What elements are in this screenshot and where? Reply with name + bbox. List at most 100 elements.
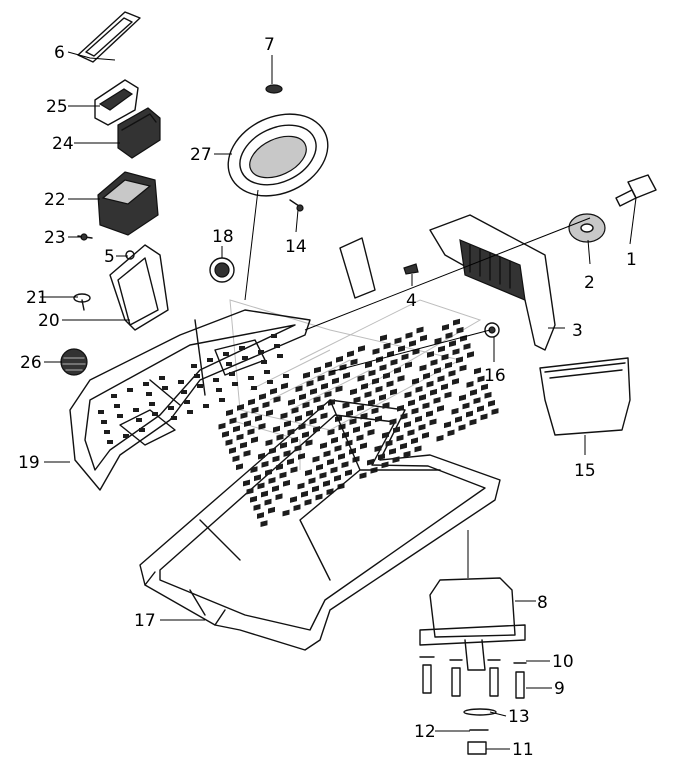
mat-cell [229, 447, 236, 454]
mat-cell [305, 469, 312, 476]
mat-cell [491, 408, 499, 415]
mat-cell [290, 496, 297, 503]
callout-16: 16 [484, 366, 506, 386]
mat-cell [259, 393, 266, 401]
mat-cell [350, 358, 358, 366]
panel-cell [149, 402, 155, 406]
mat-cell [279, 471, 287, 479]
mat-cell [312, 455, 320, 463]
mat-cell [397, 404, 404, 412]
mat-cell [236, 463, 243, 471]
panel-cell [117, 414, 123, 418]
mat-cell [434, 337, 442, 345]
grommet-18 [209, 257, 235, 283]
mat-cell [315, 493, 323, 501]
background-body-outline [229, 299, 482, 470]
mat-cell [327, 458, 334, 466]
mat-cell [448, 370, 456, 377]
mat-cell [380, 334, 387, 342]
mat-cell [295, 415, 302, 422]
mat-cell [469, 418, 477, 426]
panel-cell [251, 386, 257, 390]
mat-cell [273, 425, 280, 433]
screw-5 [125, 250, 135, 260]
mat-cell [466, 380, 474, 388]
mat-cell [282, 509, 290, 517]
panel-cell [104, 430, 110, 434]
mat-cell [254, 474, 261, 482]
mat-cell [375, 415, 382, 423]
mat-cell [452, 348, 460, 356]
mat-cell [265, 468, 272, 476]
mat-cell [433, 396, 441, 404]
mat-cell [281, 382, 288, 390]
mat-cell [459, 394, 466, 402]
mat-cell [298, 423, 306, 430]
mat-cell [414, 445, 422, 453]
mat-cell [253, 504, 261, 511]
mat-cell [236, 433, 244, 441]
mat-cell [382, 431, 389, 439]
panel-cell [277, 354, 283, 358]
mat-cell [250, 495, 257, 503]
mat-cell [374, 445, 382, 453]
panel-cell [242, 356, 248, 360]
mat-cell [429, 418, 437, 426]
mat-cell [258, 423, 266, 430]
panel-cell [143, 382, 149, 386]
mat-cell [288, 398, 295, 406]
mat-cell [226, 409, 233, 417]
panel-cell [178, 380, 184, 384]
mat-cell [459, 364, 467, 372]
mat-cell [342, 401, 350, 409]
callout-4: 4 [406, 291, 417, 311]
storage-bin [539, 357, 631, 436]
mat-cell [314, 366, 321, 374]
mat-cell [393, 426, 400, 434]
nut-16 [484, 322, 500, 338]
mat-cell [247, 428, 255, 436]
mat-cell [290, 466, 298, 474]
mat-cell [379, 364, 387, 371]
front-panel [69, 309, 311, 491]
mat-cell [316, 463, 323, 471]
mat-cell [359, 472, 367, 479]
mat-cell [320, 442, 327, 450]
mat-cell [275, 493, 283, 501]
mat-cell [240, 441, 247, 449]
callout-11: 11 [512, 740, 534, 760]
mat-cell [383, 372, 390, 380]
panel-cell [146, 392, 152, 396]
mat-cell [470, 389, 477, 396]
mat-cell [222, 430, 229, 438]
mat-cell [240, 412, 248, 419]
mat-cell [321, 382, 328, 390]
storage-box [97, 171, 159, 236]
mat-cell [334, 445, 342, 452]
callout-12: 12 [414, 722, 436, 742]
mat-cell [371, 407, 379, 415]
mat-cell [426, 380, 434, 388]
mat-cell [455, 416, 462, 423]
mat-cell [444, 421, 451, 429]
panel-cell [127, 388, 133, 392]
mat-cell [415, 386, 423, 393]
panel-cell [111, 394, 117, 398]
callout-22: 22 [44, 190, 66, 210]
mat-cell [447, 429, 455, 437]
mat-cell [297, 482, 305, 490]
cover-clip [94, 79, 139, 126]
mat-cell [422, 402, 430, 410]
callout-5: 5 [104, 247, 115, 267]
mat-cell [458, 424, 466, 431]
mat-cell [323, 450, 331, 458]
mat-cell [390, 388, 397, 396]
mat-cell [330, 466, 338, 474]
panel-cell [229, 372, 235, 376]
panel-cell [139, 428, 145, 432]
mat-cell [268, 506, 275, 514]
mat-cell [398, 345, 405, 353]
motor-assembly [419, 577, 526, 671]
mat-cell [401, 353, 409, 361]
mat-cell [301, 490, 308, 498]
